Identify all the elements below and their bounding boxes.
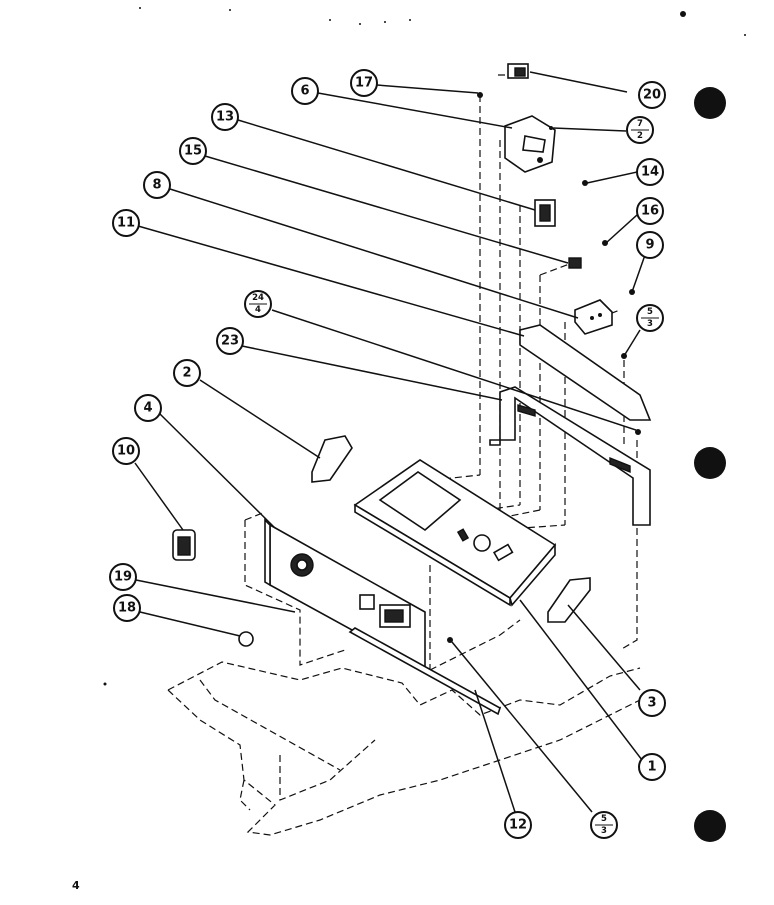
callout-19: 19 xyxy=(109,563,137,591)
svg-text:9: 9 xyxy=(645,238,654,253)
callout-6: 6 xyxy=(291,77,319,105)
callout-7-over-2: 7 2 xyxy=(626,116,654,144)
part-left-end-cap xyxy=(311,435,353,483)
callout-8: 8 xyxy=(143,171,171,199)
svg-text:19: 19 xyxy=(114,570,132,585)
svg-text:13: 13 xyxy=(216,110,234,125)
callout-14: 14 xyxy=(636,158,664,186)
callout-13: 13 xyxy=(211,103,239,131)
leader-lines xyxy=(134,71,646,813)
svg-text:7: 7 xyxy=(637,119,643,129)
callout-20: 20 xyxy=(638,81,666,109)
callout-1: 1 xyxy=(638,753,666,781)
callout-3: 3 xyxy=(638,689,666,717)
part-front-panel xyxy=(264,518,426,672)
svg-text:17: 17 xyxy=(355,76,373,91)
part-top-trim xyxy=(519,324,652,421)
svg-text:3: 3 xyxy=(601,826,607,836)
part-timer xyxy=(504,115,556,173)
svg-text:20: 20 xyxy=(643,88,661,103)
part-small-block xyxy=(568,257,582,269)
callout-16: 16 xyxy=(636,197,664,225)
binder-hole-top xyxy=(694,87,726,119)
part-knob xyxy=(172,529,196,561)
svg-text:4: 4 xyxy=(255,305,261,315)
svg-text:14: 14 xyxy=(641,165,659,180)
part-bottom-trim xyxy=(348,627,501,716)
scan-specks xyxy=(103,7,746,686)
svg-text:10: 10 xyxy=(117,444,135,459)
callout-24-over-4: 24 4 xyxy=(244,290,272,318)
part-small-knob xyxy=(238,631,254,647)
svg-text:3: 3 xyxy=(647,319,653,329)
callout-11: 11 xyxy=(112,209,140,237)
callout-15: 15 xyxy=(179,137,207,165)
callout-10: 10 xyxy=(112,437,140,465)
callout-12: 12 xyxy=(504,811,532,839)
part-control-console xyxy=(353,459,557,607)
callout-9: 9 xyxy=(636,231,664,259)
callout-5-over-3-upper: 5 3 xyxy=(636,304,664,332)
svg-text:4: 4 xyxy=(143,401,152,416)
svg-text:1: 1 xyxy=(647,760,656,775)
part-right-end-cap xyxy=(547,577,591,623)
svg-text:2: 2 xyxy=(182,366,191,381)
callout-23: 23 xyxy=(216,327,244,355)
binder-hole-bottom xyxy=(694,810,726,842)
part-rear-bracket xyxy=(489,386,651,526)
svg-text:11: 11 xyxy=(117,216,135,231)
svg-text:2: 2 xyxy=(637,131,643,141)
svg-text:5: 5 xyxy=(601,814,607,824)
callout-17: 17 xyxy=(350,69,378,97)
part-top-switch xyxy=(507,63,529,79)
svg-text:15: 15 xyxy=(184,144,202,159)
cabinet-dashed-outline xyxy=(167,511,641,836)
svg-text:24: 24 xyxy=(252,293,264,303)
svg-text:5: 5 xyxy=(647,307,653,317)
callout-18: 18 xyxy=(113,594,141,622)
binder-hole-middle xyxy=(694,447,726,479)
svg-text:6: 6 xyxy=(300,84,309,99)
svg-text:3: 3 xyxy=(647,696,656,711)
svg-text:16: 16 xyxy=(641,204,659,219)
svg-text:12: 12 xyxy=(509,818,527,833)
callout-4: 4 xyxy=(134,394,162,422)
part-indicator-block xyxy=(574,299,613,335)
svg-text:23: 23 xyxy=(221,334,239,349)
page-number: 4 xyxy=(72,879,80,892)
callout-2: 2 xyxy=(173,359,201,387)
svg-text:8: 8 xyxy=(152,178,161,193)
part-switch xyxy=(534,199,556,227)
svg-text:18: 18 xyxy=(118,601,136,616)
callout-5-over-3-lower: 5 3 xyxy=(590,811,618,839)
